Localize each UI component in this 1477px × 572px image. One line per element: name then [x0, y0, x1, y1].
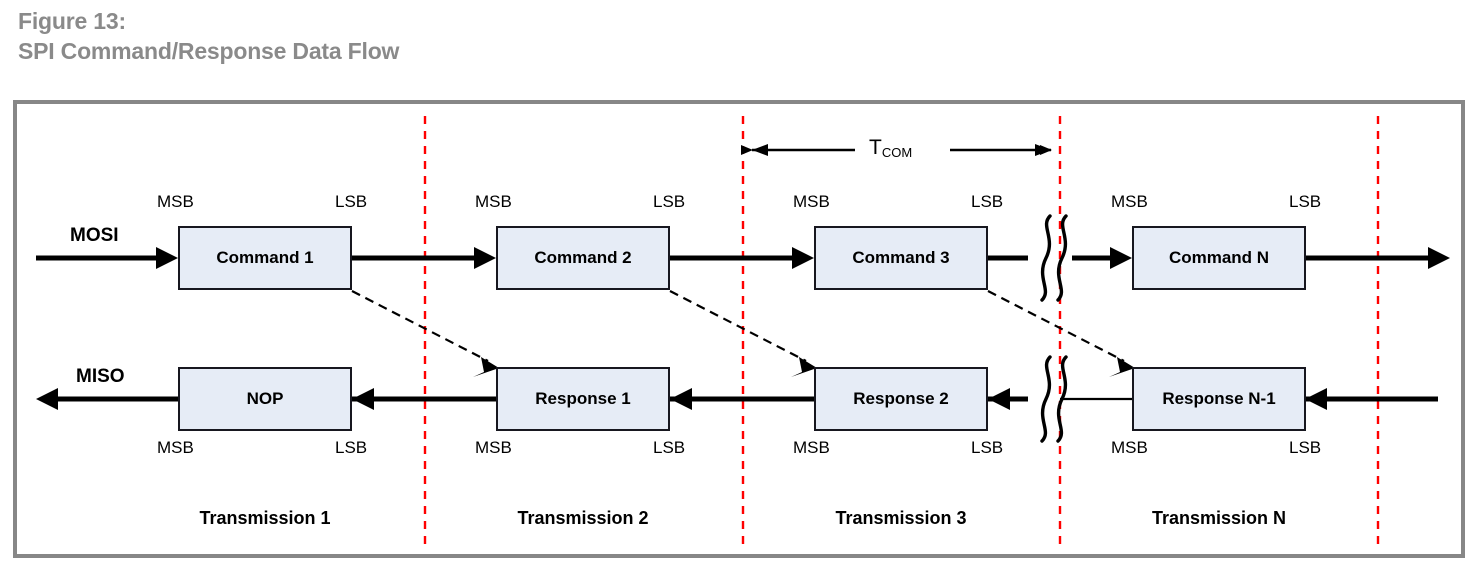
- miso-block-response-1[interactable]: Response 1: [496, 367, 670, 431]
- mosi-lsb-label-n: LSB: [1289, 192, 1322, 211]
- link-arrowhead-2: [791, 357, 817, 377]
- mosi-msb-label-1: MSB: [157, 192, 194, 211]
- tcom-arrowhead-right: [1035, 144, 1051, 156]
- miso-lsb-label-n: LSB: [1289, 438, 1322, 457]
- command-response-link-2: [669, 290, 807, 362]
- transmission-label-1: Transmission 1: [199, 508, 331, 528]
- miso-block-response-2[interactable]: Response 2: [814, 367, 988, 431]
- mosi-arrowhead-1: [156, 247, 178, 269]
- miso-arrowhead-3: [988, 388, 1010, 410]
- miso-msb-label-3: MSB: [793, 438, 830, 457]
- mosi-arrowhead-4: [1110, 247, 1132, 269]
- mosi-lsb-label-3: LSB: [971, 192, 1004, 211]
- mosi-arrowhead-out: [1428, 247, 1450, 269]
- miso-arrowhead-1: [352, 388, 374, 410]
- link-arrowhead-3: [1109, 357, 1135, 377]
- figure-caption: Figure 13: SPI Command/Response Data Flo…: [18, 6, 918, 66]
- command-response-link-arrowheads: [473, 357, 1135, 377]
- figure-frame: [13, 100, 1465, 558]
- miso-arrowhead-out: [36, 388, 58, 410]
- figure-caption-line-1: Figure 13:: [18, 8, 126, 34]
- break-curve-mosi-b: [1056, 214, 1068, 302]
- waveform-break-miso: [1040, 355, 1068, 443]
- transmission-label-3: Transmission 3: [835, 508, 967, 528]
- waveform-break-mosi: [1040, 214, 1068, 302]
- miso-arrowhead-4: [1305, 388, 1327, 410]
- mosi-block-command-2[interactable]: Command 2: [496, 226, 670, 290]
- mosi-block-command-n[interactable]: Command N: [1132, 226, 1306, 290]
- tcom-label-backing: [855, 136, 950, 164]
- transmission-label-2: Transmission 2: [517, 508, 649, 528]
- mosi-block-command-1[interactable]: Command 1: [178, 226, 352, 290]
- tcom-measure: [741, 136, 1052, 164]
- miso-lsb-label-3: LSB: [971, 438, 1004, 457]
- command-response-link-group: [351, 290, 1125, 362]
- break-curve-mosi-a: [1040, 214, 1052, 302]
- tcom-label: TCOM: [869, 136, 912, 160]
- miso-msb-label-n: MSB: [1111, 438, 1148, 457]
- mosi-block-command-3[interactable]: Command 3: [814, 226, 988, 290]
- link-arrowhead-1: [473, 357, 499, 377]
- break-curve-miso-a: [1040, 355, 1052, 443]
- mosi-arrowhead-3: [792, 247, 814, 269]
- figure-caption-line-2: SPI Command/Response Data Flow: [18, 38, 400, 64]
- miso-msb-label-1: MSB: [157, 438, 194, 457]
- mosi-msb-label-2: MSB: [475, 192, 512, 211]
- tcom-subscript: COM: [881, 145, 913, 160]
- miso-arrowhead-2: [670, 388, 692, 410]
- mosi-msb-label-3: MSB: [793, 192, 830, 211]
- mosi-arrowheads: [156, 247, 1450, 269]
- tcom-symbol: T: [869, 136, 882, 159]
- command-response-link-1: [351, 290, 489, 362]
- transmission-divider-group: [423, 116, 1380, 546]
- signal-label-miso: MISO: [76, 366, 125, 387]
- mosi-arrowhead-2: [474, 247, 496, 269]
- miso-msb-label-2: MSB: [475, 438, 512, 457]
- miso-block-response-n-1[interactable]: Response N-1: [1132, 367, 1306, 431]
- signal-label-mosi: MOSI: [70, 225, 119, 246]
- transmission-label-n: Transmission N: [1151, 508, 1287, 528]
- miso-arrowheads: [36, 388, 1327, 410]
- tcom-arrowhead-left: [752, 144, 768, 156]
- miso-lsb-label-1: LSB: [335, 438, 368, 457]
- miso-block-nop[interactable]: NOP: [178, 367, 352, 431]
- mosi-msb-label-n: MSB: [1111, 192, 1148, 211]
- command-response-link-3: [987, 290, 1125, 362]
- mosi-lsb-label-2: LSB: [653, 192, 686, 211]
- miso-lsb-label-2: LSB: [653, 438, 686, 457]
- mosi-lsb-label-1: LSB: [335, 192, 368, 211]
- break-curve-miso-b: [1056, 355, 1068, 443]
